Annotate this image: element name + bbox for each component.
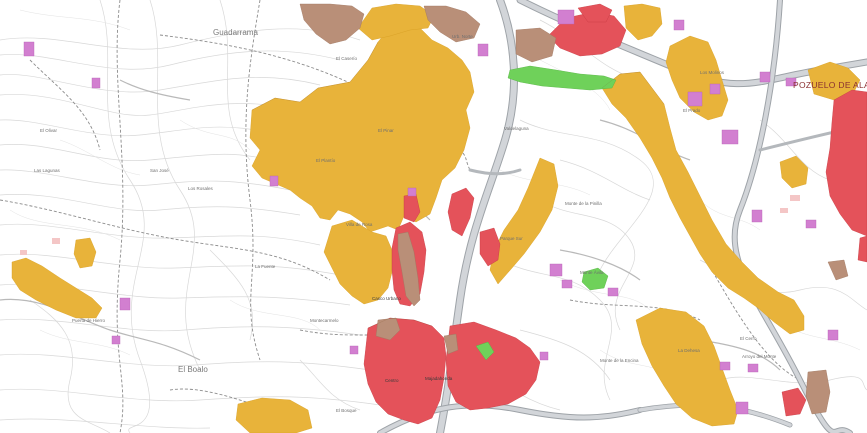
zone-res-rightmid [779,155,809,189]
brown-zones[interactable] [299,3,849,415]
zone-urban-c2 [479,227,501,267]
zone-res-midlow [323,219,393,305]
zone-urban-small-a [857,235,867,263]
zone-urban-south [363,317,447,425]
label-los-molinos: Los Molinos [700,70,725,75]
zone-urban-east [825,89,867,237]
label-parque: Parque Sur [500,236,523,241]
zone-urban-br [781,387,807,417]
label-la-dehesa: La Dehesa [678,348,700,353]
label-el-bosque: El Bosque [336,408,357,413]
zone-fac-a [23,41,35,57]
label-los-rosales: Los Rosales [188,186,214,191]
label-el-plantio: El Plantío [316,158,336,163]
label-el-olivar: El Olivar [40,128,58,133]
label-centro: Centro [385,378,399,383]
label-valdelaguna: Valdelaguna [504,126,529,131]
label-villa: Villa de Rosa [346,222,373,227]
label-monte-pinilla: Monte de la Pinilla [565,201,602,206]
facility-zones[interactable] [23,9,839,415]
zone-fac-l [751,209,763,223]
zone-brown-south2 [443,333,459,355]
zone-res-ne-top [623,3,663,41]
zone-res-topright [665,35,729,121]
zone-fac-g [687,91,703,107]
zone-fac-w [747,363,759,373]
zone-res-farright [807,61,861,101]
label-monte-cerro: Monte de la Encina [600,358,639,363]
zone-green-band [507,65,617,91]
zone-fac-p [607,287,619,297]
label-montecarmelo: Montecarmelo [310,318,339,323]
label-el-prado: El Prado [683,108,701,113]
zone-brown-top [299,3,365,45]
zone-brown-top2 [423,5,481,43]
zone-fac-j [759,71,771,83]
zone-brown-strip [397,231,421,307]
zone-fac-y [539,351,549,361]
zone-urban-south-east [445,321,541,411]
zone-fac-d [407,187,417,197]
zone-res-diagonal [601,71,805,335]
zone-fac-c [269,175,279,187]
zone-urban-strip [447,187,475,237]
label-urb-norte: Urb. Norte [452,34,473,39]
zone-fac-o [561,279,573,289]
label-pozuelo: POZUELO DE ALARCÓN [793,80,867,90]
zone-fac-v [827,329,839,341]
zone-brown-east [827,259,849,281]
zone-brown-north [515,27,557,63]
zone-res-left-small [73,237,97,269]
label-el-pinar: El Pinar [378,128,394,133]
label-la-fuente: La Fuente [255,264,276,269]
block-outlines [251,41,665,329]
map-labels: Guadarrama El Boalo POZUELO DE ALARCÓN M… [34,28,867,413]
zone-res-left [11,257,103,319]
label-puerta: Puerta de Hierro [72,318,106,323]
light-pink-patches [20,195,800,255]
label-majadahonda: Majadahonda [425,376,453,381]
zone-fac-e [477,43,489,57]
zone-fac-k [785,77,797,87]
residential-zones[interactable] [11,3,861,433]
label-casco: Casco Urbano [372,296,401,301]
zone-fac-f [557,9,575,25]
label-arroyo: Arroyo del Monte [742,354,777,359]
zone-fac-u [719,361,731,371]
zone-res-bottom [235,397,313,433]
zone-fac-m [805,219,817,229]
zone-fac-h [709,83,721,95]
zone-fac-r [111,335,121,345]
zone-res-lowright [635,307,739,427]
label-guadarrama: Guadarrama [213,28,258,37]
urban-core-zones[interactable] [363,3,867,425]
zone-brown-south [375,317,401,341]
zone-fac-b [91,77,101,89]
zone-fac-x [673,19,685,31]
zone-fac-s [349,345,359,355]
label-el-boalo: El Boalo [178,365,208,374]
zone-fac-t [735,401,749,415]
zone-fac-n [549,263,563,277]
zone-green-small [581,267,609,291]
label-el-caserio: El Caserío [336,56,358,61]
label-monte-avila: Monte Ávila [580,269,604,275]
zone-res-finger [489,157,559,285]
label-las-lagunas: Las Lagunas [34,168,61,173]
zone-green-patch [475,341,495,361]
zone-urban-small-b [577,3,613,23]
zone-brown-right [805,369,831,415]
label-san-jose: San José [150,168,169,173]
zone-fac-i [721,129,739,145]
zone-fac-q [119,297,131,311]
label-el-cerro: El Cerro [740,336,757,341]
green-zones[interactable] [475,65,617,361]
